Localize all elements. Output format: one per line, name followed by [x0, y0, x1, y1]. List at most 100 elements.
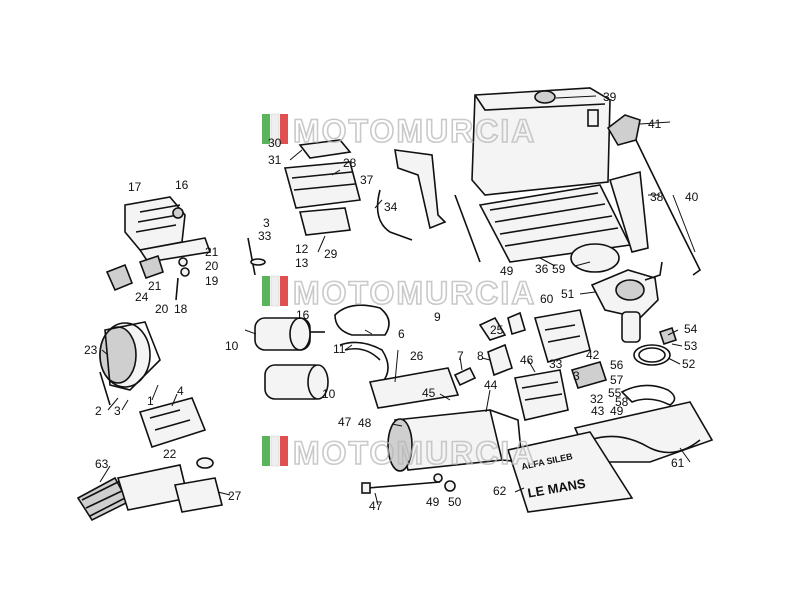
callout-56: 56: [610, 358, 624, 372]
callout-46: 46: [520, 353, 534, 367]
voltage-regulator: [124, 196, 212, 263]
callout-63: 63: [95, 457, 109, 471]
plug-caps: [453, 311, 526, 387]
ignition-coil-upper: [254, 317, 325, 351]
callout-30: 30: [268, 136, 282, 150]
callout-25: 25: [490, 323, 504, 337]
callout-58: 58: [615, 395, 629, 409]
callout-32: 32: [590, 392, 604, 406]
alternator: [99, 321, 161, 406]
callout-47-lower: 47: [369, 499, 383, 513]
callout-47-upper: 47: [338, 415, 352, 429]
callout-10-lower: 10: [322, 387, 336, 401]
callout-3-bottom: 3: [114, 404, 121, 418]
watermark-middle: MOTOMURCIA: [262, 274, 536, 312]
callout-61: 61: [671, 456, 685, 470]
callout-36: 36: [535, 262, 549, 276]
callout-8: 8: [477, 349, 484, 363]
watermark-bottom: MOTOMURCIA: [262, 434, 536, 472]
callout-62: 62: [493, 484, 507, 498]
watermark-top: MOTOMURCIA: [262, 112, 536, 150]
callout-27: 27: [228, 489, 242, 503]
bolt-12: [247, 237, 266, 276]
callout-12: 12: [295, 242, 309, 256]
long-bolt-47: [361, 473, 456, 494]
parts-bag-46: [514, 369, 569, 421]
relay-42: [570, 361, 608, 389]
callout-16-top: 16: [175, 178, 189, 192]
callout-17: 17: [128, 180, 142, 194]
callout-49-bottom: 49: [426, 495, 440, 509]
callout-51: 51: [561, 287, 575, 301]
leader-lines: [99, 95, 696, 506]
watermark-text-top: MOTOMURCIA: [293, 113, 536, 149]
callout-39: 39: [603, 90, 617, 104]
callout-48: 48: [358, 416, 372, 430]
callout-45: 45: [422, 386, 436, 400]
callout-52: 52: [682, 357, 696, 371]
callout-20-left: 20: [155, 302, 169, 316]
callout-3-lower: 3: [573, 369, 580, 383]
relay-switches: [105, 254, 190, 301]
callout-59: 59: [552, 262, 566, 276]
callout-33-lower: 33: [549, 357, 563, 371]
callout-22: 22: [163, 447, 177, 461]
callout-60: 60: [540, 292, 554, 306]
callout-28: 28: [343, 156, 357, 170]
callout-49-top: 49: [500, 264, 514, 278]
callout-13: 13: [295, 256, 309, 270]
callout-44: 44: [484, 378, 498, 392]
callout-38: 38: [650, 190, 664, 204]
seal-ring: [633, 326, 678, 366]
callout-18: 18: [174, 302, 188, 316]
callout-40: 40: [685, 190, 699, 204]
callout-16-middle: 16: [296, 308, 310, 322]
callouts: 39 41 30 31 28 37 34 17 16 3 33 12 13 29…: [84, 90, 699, 513]
brush-kit: [138, 397, 207, 449]
callout-11: 11: [333, 342, 346, 356]
callout-42: 42: [586, 348, 600, 362]
manual-62: ALFA SILEB LE MANS: [506, 431, 634, 513]
bracket-58: [620, 384, 676, 406]
callout-50: 50: [448, 495, 462, 509]
callout-49-right: 49: [610, 404, 624, 418]
callout-53: 53: [684, 339, 698, 353]
callout-6: 6: [398, 327, 405, 341]
battery-tray: [478, 184, 632, 263]
parts-bag-60: [533, 309, 591, 363]
rectifier-filter: [76, 457, 223, 522]
watermark-text-bottom: MOTOMURCIA: [293, 435, 536, 471]
callout-37: 37: [360, 173, 374, 187]
terminal-block: [283, 139, 362, 236]
callout-9: 9: [434, 310, 441, 324]
callout-1: 1: [147, 394, 154, 408]
callout-4: 4: [177, 384, 184, 398]
watermark-text-middle: MOTOMURCIA: [293, 275, 536, 311]
callout-55: 55: [608, 386, 622, 400]
callout-29: 29: [324, 247, 338, 261]
callout-43: 43: [591, 404, 605, 418]
callout-21-left: 21: [148, 279, 162, 293]
callout-41: 41: [648, 117, 662, 131]
callout-10-upper: 10: [225, 339, 239, 353]
callout-7: 7: [457, 349, 464, 363]
callout-24: 24: [135, 290, 149, 304]
starter-motor: [368, 367, 523, 472]
cover-59: [570, 243, 620, 273]
callout-54: 54: [684, 322, 698, 336]
callout-19: 19: [205, 274, 219, 288]
callout-26: 26: [410, 349, 424, 363]
callout-57: 57: [610, 373, 624, 387]
distributor: [590, 261, 663, 343]
ht-leads: [334, 304, 390, 386]
battery-cable: [606, 114, 702, 276]
callout-21-right: 21: [205, 245, 219, 259]
callout-33-upper: 33: [258, 229, 272, 243]
callout-20-right: 20: [205, 259, 219, 273]
callout-34: 34: [384, 200, 398, 214]
callout-2: 2: [95, 404, 102, 418]
ignition-coil-lower: [264, 364, 329, 400]
wiring-clip: [376, 149, 481, 263]
callout-23: 23: [84, 343, 98, 357]
